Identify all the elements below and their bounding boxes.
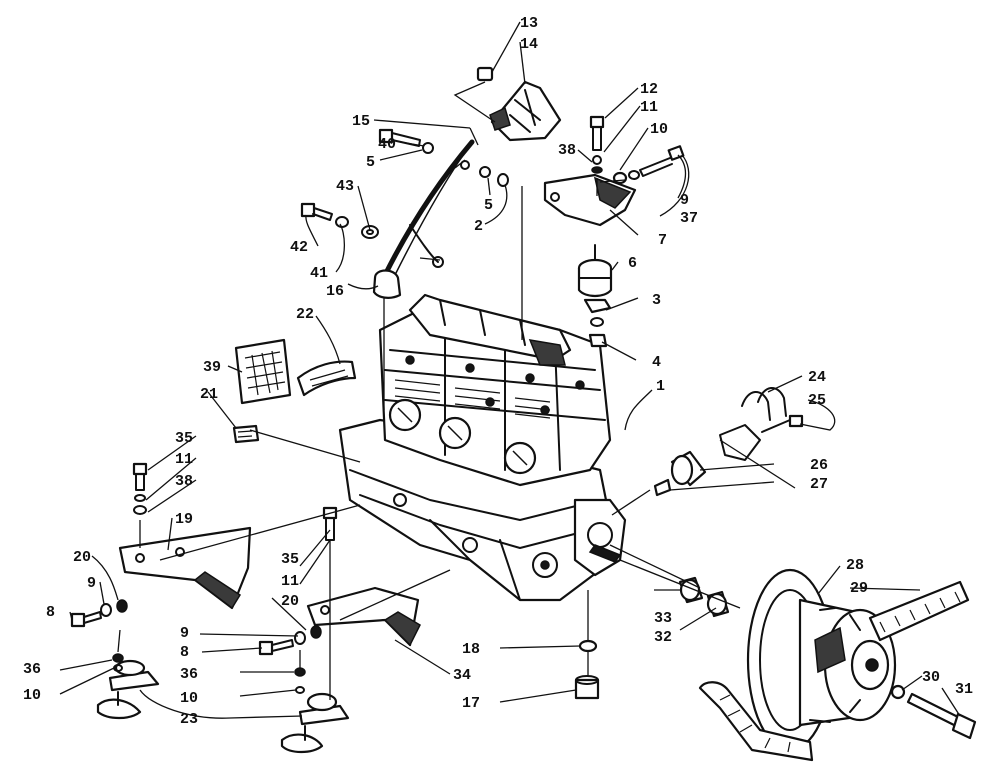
callout-39: 39 xyxy=(203,359,221,376)
callout-41: 41 xyxy=(310,265,328,282)
callout-5: 5 xyxy=(366,154,375,171)
callout-11: 11 xyxy=(640,99,658,116)
callout-10: 10 xyxy=(650,121,668,138)
callout-8: 8 xyxy=(46,604,55,621)
callout-33: 33 xyxy=(654,610,672,627)
callout-26: 26 xyxy=(810,457,828,474)
callout-31: 31 xyxy=(955,681,973,698)
callout-38: 38 xyxy=(175,473,193,490)
bolt-35-left xyxy=(132,462,148,515)
bolt-8-center xyxy=(258,625,322,656)
callout-36: 36 xyxy=(180,666,198,683)
bolt-25 xyxy=(761,414,804,433)
bolt-42 xyxy=(300,202,379,239)
callout-leaders xyxy=(59,21,961,719)
nut-18 xyxy=(578,639,598,653)
callout-14: 14 xyxy=(520,36,538,53)
bracket-14 xyxy=(489,80,562,142)
callout-30: 30 xyxy=(922,669,940,686)
decal-22 xyxy=(296,360,357,397)
callout-32: 32 xyxy=(654,629,672,646)
callout-7: 7 xyxy=(658,232,667,249)
callout-25: 25 xyxy=(808,392,826,409)
callout-23: 23 xyxy=(180,711,198,728)
mount-17 xyxy=(574,675,600,700)
spacer-26 xyxy=(670,450,707,487)
callout-37: 37 xyxy=(680,210,698,227)
callout-16: 16 xyxy=(326,283,344,300)
drive-belt-29 xyxy=(698,580,970,762)
bolt-12 xyxy=(589,115,605,174)
rubber-mount-6 xyxy=(577,244,613,298)
callout-8: 8 xyxy=(180,644,189,661)
callout-42: 42 xyxy=(290,239,308,256)
callout-9: 9 xyxy=(180,625,189,642)
callout-9: 9 xyxy=(87,575,96,592)
callout-3: 3 xyxy=(652,292,661,309)
spacer-33 xyxy=(678,576,704,604)
callout-27: 27 xyxy=(810,476,828,493)
spacer-32 xyxy=(706,590,730,618)
bolt-31 xyxy=(906,692,977,740)
callout-2: 2 xyxy=(474,218,483,235)
rubber-mount-23-center xyxy=(280,667,350,754)
washer-30 xyxy=(890,684,906,700)
decal-21 xyxy=(232,424,260,444)
engine-assembly xyxy=(338,293,627,602)
callout-4: 4 xyxy=(652,354,661,371)
drive-clutch-28 xyxy=(746,568,897,752)
callout-17: 17 xyxy=(462,695,480,712)
callout-34: 34 xyxy=(453,667,471,684)
callout-35: 35 xyxy=(281,551,299,568)
nut-13 xyxy=(476,66,494,82)
stud-27 xyxy=(653,478,672,497)
callout-35: 35 xyxy=(175,430,193,447)
callout-5: 5 xyxy=(484,197,493,214)
rubber-mount-23-left xyxy=(96,653,160,720)
callout-9: 9 xyxy=(680,192,689,209)
engine-mount-16 xyxy=(372,269,402,299)
bolt-8-left xyxy=(70,599,128,628)
callout-11: 11 xyxy=(281,573,299,590)
callout-numbers: 13 14 12 11 10 38 15 40 5 5 2 9 37 7 43 … xyxy=(23,15,973,728)
callout-22: 22 xyxy=(296,306,314,323)
callout-20: 20 xyxy=(281,593,299,610)
callout-11: 11 xyxy=(175,451,193,468)
callout-36: 36 xyxy=(23,661,41,678)
callout-24: 24 xyxy=(808,369,826,386)
bracket-24 xyxy=(719,387,787,461)
callout-6: 6 xyxy=(628,255,637,272)
callout-19: 19 xyxy=(175,511,193,528)
callout-38: 38 xyxy=(558,142,576,159)
callout-43: 43 xyxy=(336,178,354,195)
callout-15: 15 xyxy=(352,113,370,130)
callout-40: 40 xyxy=(378,136,396,153)
callout-18: 18 xyxy=(462,641,480,658)
mount-strap-15 xyxy=(382,139,475,278)
leader-lines xyxy=(117,178,651,668)
callout-1: 1 xyxy=(656,378,665,395)
front-mount-plate-19 xyxy=(118,526,252,610)
callout-13: 13 xyxy=(520,15,538,32)
bolt-37 xyxy=(612,145,685,185)
callout-20: 20 xyxy=(73,549,91,566)
front-mount-plate-34 xyxy=(306,586,421,647)
callout-10: 10 xyxy=(23,687,41,704)
callout-12: 12 xyxy=(640,81,658,98)
callout-28: 28 xyxy=(846,557,864,574)
callout-10: 10 xyxy=(180,690,198,707)
decal-39 xyxy=(234,338,292,405)
callout-29: 29 xyxy=(850,580,868,597)
callout-21: 21 xyxy=(200,386,218,403)
